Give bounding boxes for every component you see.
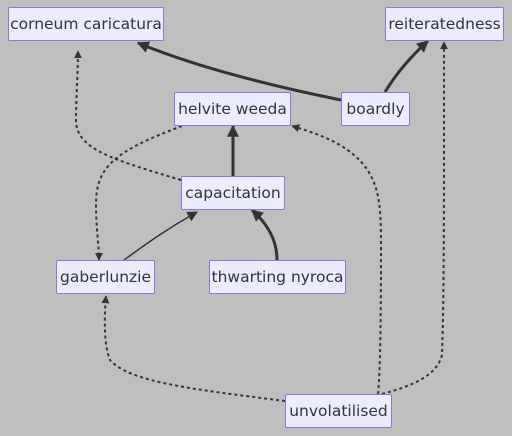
node-helvite-weeda[interactable]: helvite weeda (174, 92, 291, 126)
node-gaberlunzie[interactable]: gaberlunzie (56, 260, 155, 294)
node-boardly[interactable]: boardly (341, 92, 410, 126)
node-reiteratedness[interactable]: reiteratedness (385, 7, 504, 41)
edge-unvolatilised-to-helvite-weeda (291, 124, 383, 395)
edge-helvite-weeda-to-gaberlunzie (94, 125, 183, 261)
edge-boardly-to-reiteratedness (383, 39, 430, 93)
edge-boardly-to-corneum-caricatura (136, 41, 342, 102)
edge-unvolatilised-to-gaberlunzie (101, 295, 286, 402)
edge-gaberlunzie-to-capacitation (123, 211, 198, 261)
node-thwarting-nyroca[interactable]: thwarting nyroca (209, 260, 346, 294)
node-capacitation[interactable]: capacitation (181, 176, 285, 210)
edge-capacitation-to-corneum-caricatura (73, 50, 182, 181)
node-unvolatilised[interactable]: unvolatilised (285, 394, 392, 428)
edge-thwarting-nyroca-to-capacitation (250, 208, 279, 261)
node-corneum-caricatura[interactable]: corneum caricatura (8, 7, 164, 41)
